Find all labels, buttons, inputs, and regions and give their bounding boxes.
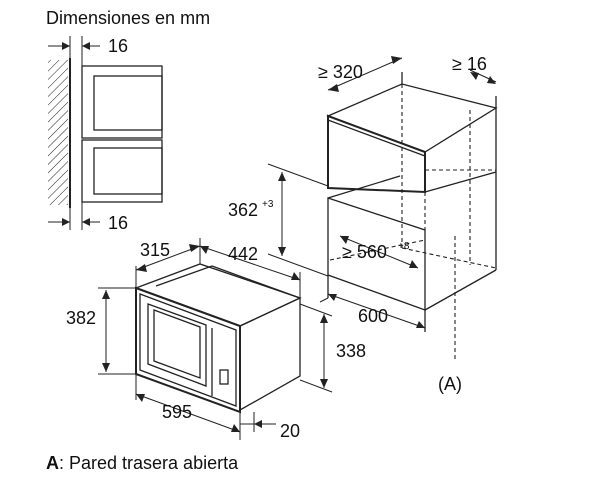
side-view	[48, 36, 163, 230]
legend-caption: A: Pared trasera abierta	[46, 453, 238, 474]
microwave-oven	[98, 238, 333, 440]
niche-height-tol-label: +3	[262, 199, 274, 210]
cabinet-depth-label: ≥ 320	[318, 62, 363, 82]
oven-front-label: 20	[280, 421, 300, 441]
marker-a-label: (A)	[438, 374, 462, 394]
side-bottom-gap-label: 16	[108, 213, 128, 233]
niche-width-tol-label: +8	[398, 241, 410, 252]
oven-width-label: 595	[162, 402, 192, 422]
cabinet-back-gap-label: ≥ 16	[452, 54, 487, 74]
wall-hatch	[48, 60, 68, 205]
legend-text: : Pared trasera abierta	[59, 453, 239, 473]
cabinet	[267, 56, 498, 360]
legend-key: A	[46, 453, 59, 473]
oven-height-label: 382	[66, 308, 96, 328]
diagram-title: Dimensiones en mm	[46, 8, 211, 28]
oven-total-depth-label: 442	[228, 244, 258, 264]
cabinet-width-label: 600	[358, 306, 388, 326]
side-top-gap-label: 16	[108, 36, 128, 56]
niche-height-label: 362	[228, 200, 258, 220]
oven-body-height-label: 338	[336, 341, 366, 361]
niche-width-label: ≥ 560	[342, 242, 387, 262]
oven-depth-label: 315	[140, 240, 170, 260]
